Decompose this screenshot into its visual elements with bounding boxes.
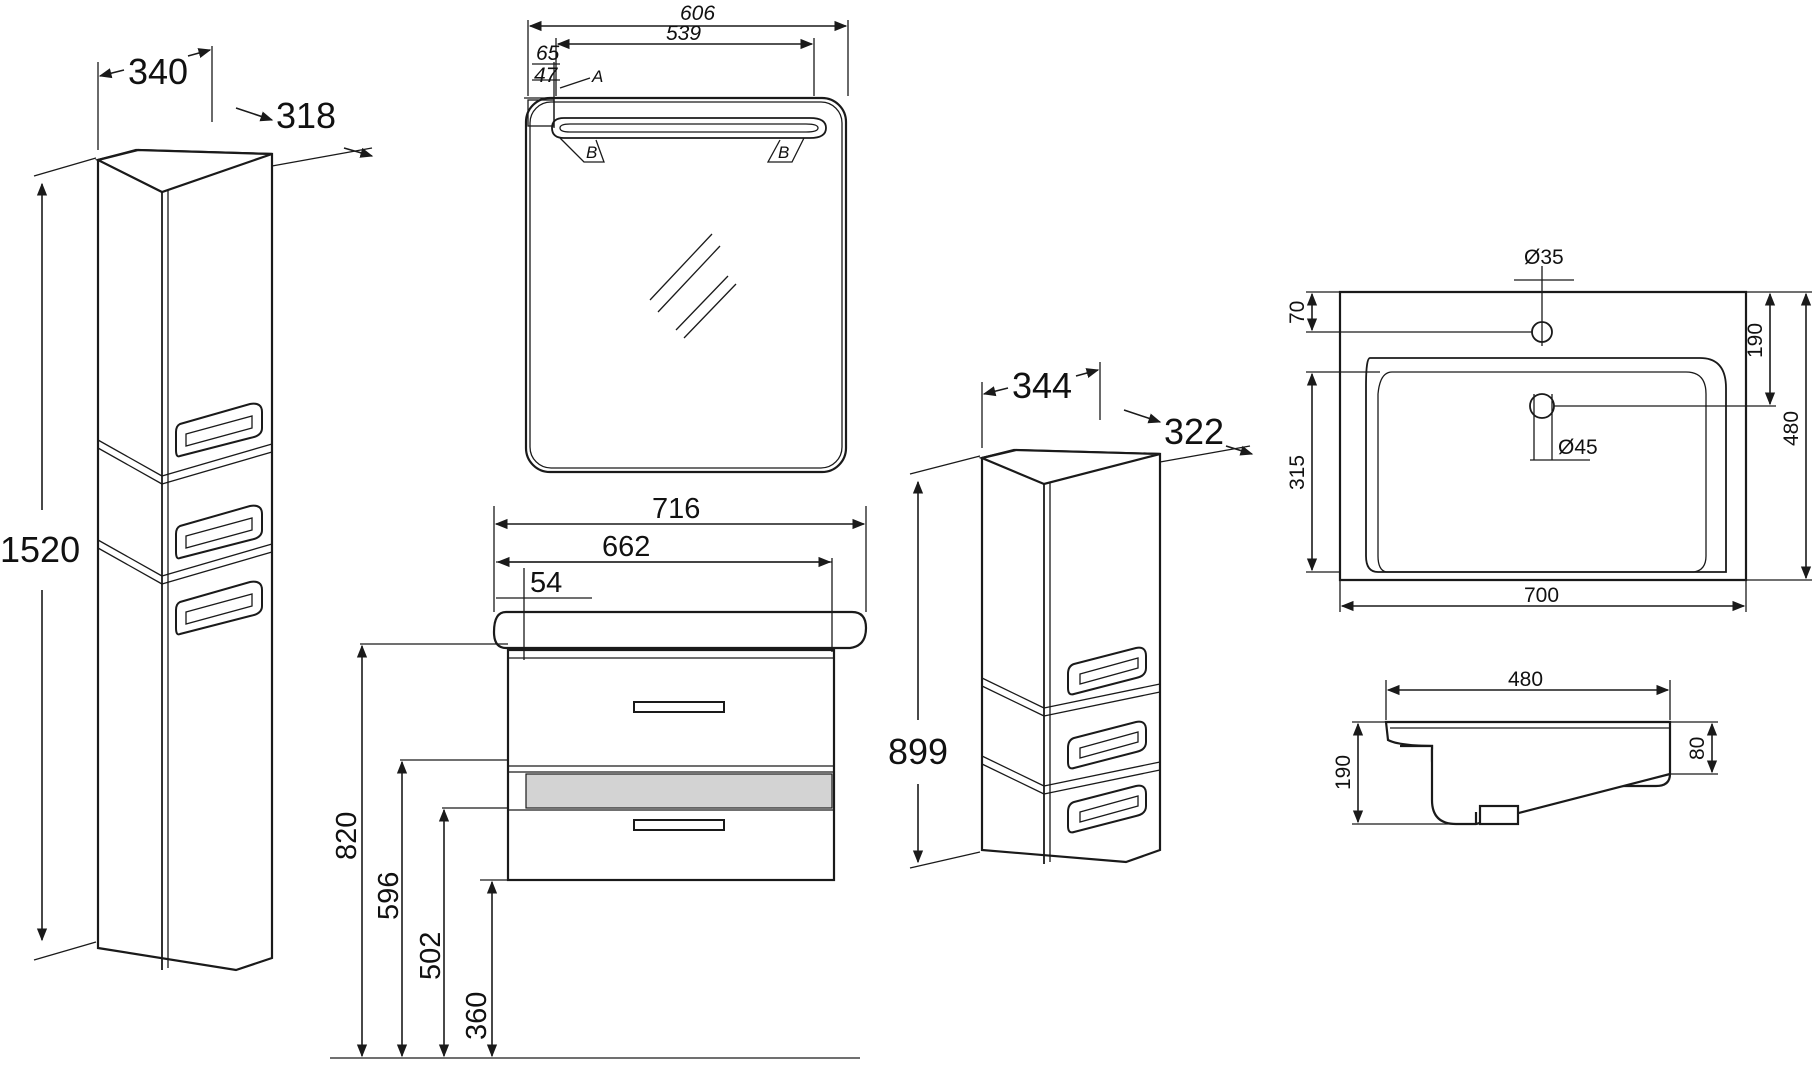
bowl-depth-label: 315: [1286, 455, 1309, 490]
basin-side-view: 480 190 80: [1332, 668, 1718, 826]
wall-cabinet-handle-1: [1067, 646, 1147, 696]
vanity-drawer-handle-2: [633, 819, 725, 831]
tall-cabinet-height-label: 1520: [0, 529, 80, 570]
vanity-body-width-label: 662: [602, 531, 650, 563]
basin-depth-label: 480: [1780, 411, 1803, 446]
mirror-light-bar: [551, 117, 827, 139]
vanity-unit: 716 662 54 820 596 502 360: [330, 493, 868, 1059]
basin-side-depth-label: 480: [1508, 668, 1543, 691]
mirror-offset-65-label: 65: [536, 42, 560, 65]
mirror-point-b-left: B: [586, 143, 597, 162]
vanity-overhang-label: 54: [530, 567, 562, 599]
wall-cabinet-handle-3: [1067, 784, 1147, 834]
mirror-frame: [524, 96, 848, 474]
vanity-height-502-label: 502: [415, 932, 447, 980]
tall-cabinet-top: [94, 148, 273, 194]
basin-side-height-label: 190: [1332, 755, 1355, 790]
basin-waste-outlet: [1478, 804, 1520, 826]
wall-cabinet-depth-label: 322: [1164, 411, 1224, 452]
basin-width-label: 700: [1524, 584, 1559, 607]
mirror-offset-47-label: 47: [534, 64, 559, 87]
wall-cabinet: 344 322 899: [888, 362, 1254, 869]
drain-offset-label: 190: [1744, 323, 1767, 358]
tap-hole-diameter-label: Ø35: [1524, 246, 1564, 269]
wall-cabinet-handle-2: [1067, 720, 1147, 770]
vanity-drawer-handle-1: [633, 701, 725, 713]
mirror-point-b-right: B: [778, 143, 789, 162]
vanity-cabinet-body: [506, 648, 836, 882]
basin-top-view: Ø35 Ø45 70 315 190 480 700: [1286, 246, 1812, 612]
glass-reflection-line-1: [649, 233, 713, 301]
tall-cabinet: 340 318 1520: [0, 46, 374, 972]
wall-cabinet-width-label: 344: [1012, 365, 1072, 406]
basin-bowl-outer: [1365, 357, 1727, 573]
basin-bowl-inner: [1377, 371, 1707, 573]
mirror-width-outer-label: 606: [680, 2, 715, 25]
mirror: B B 606 539 65 47 A: [524, 2, 849, 474]
vanity-top-width-label: 716: [652, 493, 700, 525]
mirror-width-inner-label: 539: [666, 22, 701, 45]
vanity-height-360-label: 360: [461, 992, 493, 1040]
vanity-countertop: [492, 610, 868, 650]
vanity-height-596-label: 596: [373, 872, 405, 920]
mirror-point-a: A: [591, 67, 603, 86]
tall-cabinet-depth-label: 318: [276, 95, 336, 136]
wall-cabinet-top: [978, 448, 1161, 486]
basin-outline: [1338, 290, 1748, 582]
vanity-open-shelf: [525, 773, 833, 809]
tall-cabinet-width-label: 340: [128, 51, 188, 92]
basin-rim-height-label: 80: [1686, 737, 1709, 760]
drain-hole-diameter-label: Ø45: [1558, 436, 1598, 459]
tap-offset-label: 70: [1286, 301, 1309, 324]
vanity-height-820-label: 820: [331, 812, 363, 860]
wall-cabinet-height-label: 899: [888, 731, 948, 772]
